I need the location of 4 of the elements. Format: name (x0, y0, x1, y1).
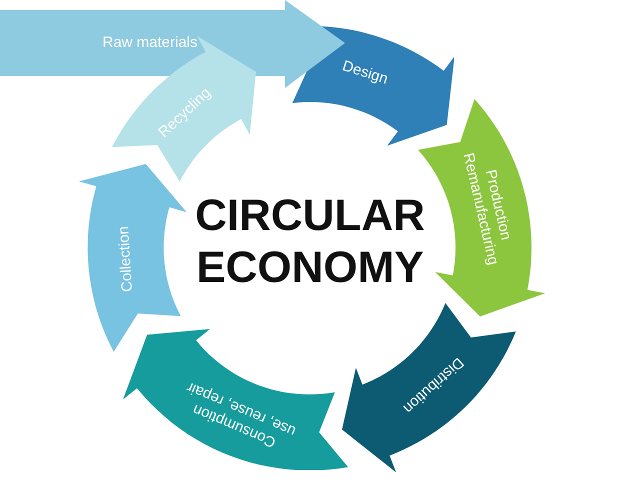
segment-label: Collection (115, 226, 138, 293)
segment-label: Raw materials (102, 34, 198, 52)
center-title: CIRCULAR ECONOMY (194, 190, 426, 294)
segment-label: Design (340, 56, 390, 88)
